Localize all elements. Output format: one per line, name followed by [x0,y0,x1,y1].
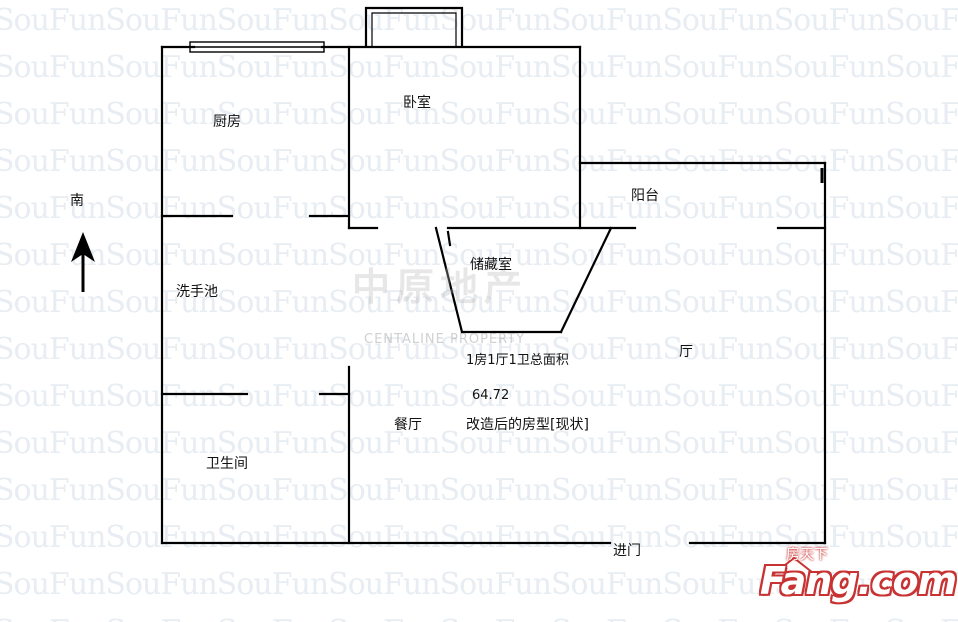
logo-top-text: 房天下 [786,547,828,563]
fang-logo: 房天下 Fang.com [760,547,957,614]
room-label-balcony: 阳台 [631,188,659,204]
window-kitchen [189,41,325,53]
arrow-up-icon [71,232,95,292]
area-title: 1房1厅1卫总面积 [466,353,569,368]
centaline-watermark-cn: 中原地产 [352,265,529,309]
house-roof-icon [764,554,824,582]
entrance-label: 进门 [613,543,641,559]
layout-caption: 改造后的房型[现状] [466,417,589,433]
compass-label-south: 南 [70,193,84,209]
wall-storage-right [559,226,613,334]
room-label-living: 厅 [679,344,693,360]
centaline-watermark-en: CENTALINE PROPERTY [364,332,526,347]
logo-wordmark: Fang.com [760,559,957,603]
room-label-washbasin: 洗手池 [176,284,218,300]
room-label-kitchen: 厨房 [213,114,241,130]
storage-door-mark [446,230,452,247]
bay-window-bedroom [364,6,464,47]
room-label-storage: 储藏室 [470,257,512,273]
room-label-bedroom: 卧室 [403,95,431,111]
room-label-bathroom: 卫生间 [206,456,248,472]
area-value: 64.72 [472,388,510,403]
room-label-dining: 餐厅 [394,417,422,433]
wall-storage-left [434,226,464,334]
